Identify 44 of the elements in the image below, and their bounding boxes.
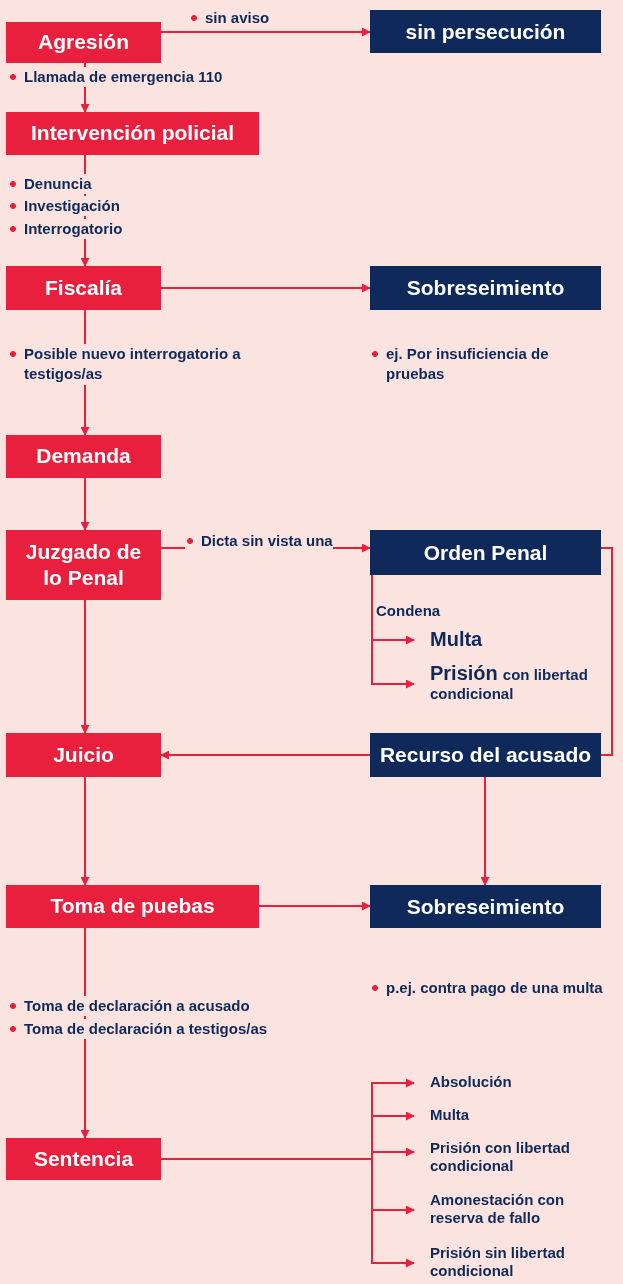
outcome-box <box>370 733 601 777</box>
process-box <box>6 530 161 600</box>
process-box <box>6 22 161 63</box>
process-box <box>6 885 259 928</box>
arrow <box>160 750 371 760</box>
box-title: Sobreseimiento <box>406 276 565 300</box>
box-title: sin persecución <box>405 19 566 44</box>
arrow <box>480 776 490 886</box>
arrow <box>371 574 415 689</box>
box-title: Agresión <box>38 29 129 56</box>
arrow <box>258 901 371 911</box>
process-box <box>6 112 259 155</box>
box-title: Fiscalía <box>44 274 123 301</box>
box-title: Sentencia <box>33 1145 134 1172</box>
process-box <box>6 733 161 777</box>
box-title: Toma de puebas <box>50 893 215 920</box>
box-title: Juzgado de lo Penal <box>24 538 143 591</box>
box-title: Demanda <box>36 443 131 470</box>
outcome-text: Prisión con libertad condicional <box>414 661 604 709</box>
outcome-box <box>370 530 601 575</box>
box-title: Juicio <box>53 741 114 768</box>
process-box <box>6 1138 161 1180</box>
arrow <box>160 1158 415 1268</box>
arrow <box>80 477 90 531</box>
arrow <box>80 599 90 734</box>
box-title: Sobreseimiento <box>406 894 565 919</box>
process-box <box>6 435 161 478</box>
outcome-text: Prisión sin libertad condicional <box>414 1244 614 1284</box>
process-box <box>6 266 161 310</box>
outcome-box <box>370 266 601 310</box>
branch-label: Condena <box>376 601 441 621</box>
outcome-text: Multa <box>414 1106 574 1126</box>
box-title: Orden Penal <box>423 540 548 565</box>
box-title: Intervención policial <box>30 120 235 147</box>
arrow <box>80 776 90 886</box>
outcome-box <box>370 885 601 928</box>
box-title: Recurso del acusado <box>379 743 592 767</box>
arrow <box>160 283 371 293</box>
outcome-text: Multa <box>414 627 514 653</box>
outcome-text: Amonestación con reserva de fallo <box>414 1191 614 1231</box>
arrow <box>160 27 371 37</box>
outcome-text: Prisión con libertad condicional <box>414 1139 614 1179</box>
outcome-text: Absolución <box>414 1073 574 1093</box>
outcome-box <box>370 10 601 53</box>
